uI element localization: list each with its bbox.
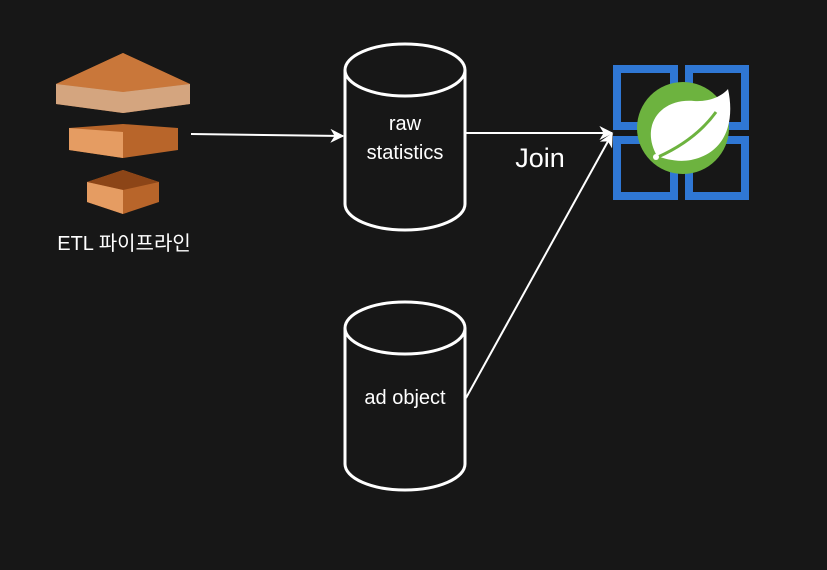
etl-pipeline-label: ETL 파이프라인 — [57, 232, 191, 255]
ad-object-label: ad object — [364, 387, 446, 409]
spring-on-azure-icon[interactable] — [613, 65, 749, 200]
etl-to-raw-statistics-arrow[interactable] — [190, 128, 345, 143]
aws-data-pipeline-icon[interactable] — [56, 53, 190, 214]
raw-statistics-label-line1: raw — [389, 113, 422, 135]
raw-statistics-database[interactable]: raw statistics — [343, 42, 467, 232]
raw-statistics-label-line2: statistics — [367, 142, 444, 164]
ad-object-database[interactable]: ad object — [343, 300, 467, 492]
join-label: Join — [515, 143, 565, 173]
ad-object-to-service-arrow[interactable] — [465, 132, 613, 399]
